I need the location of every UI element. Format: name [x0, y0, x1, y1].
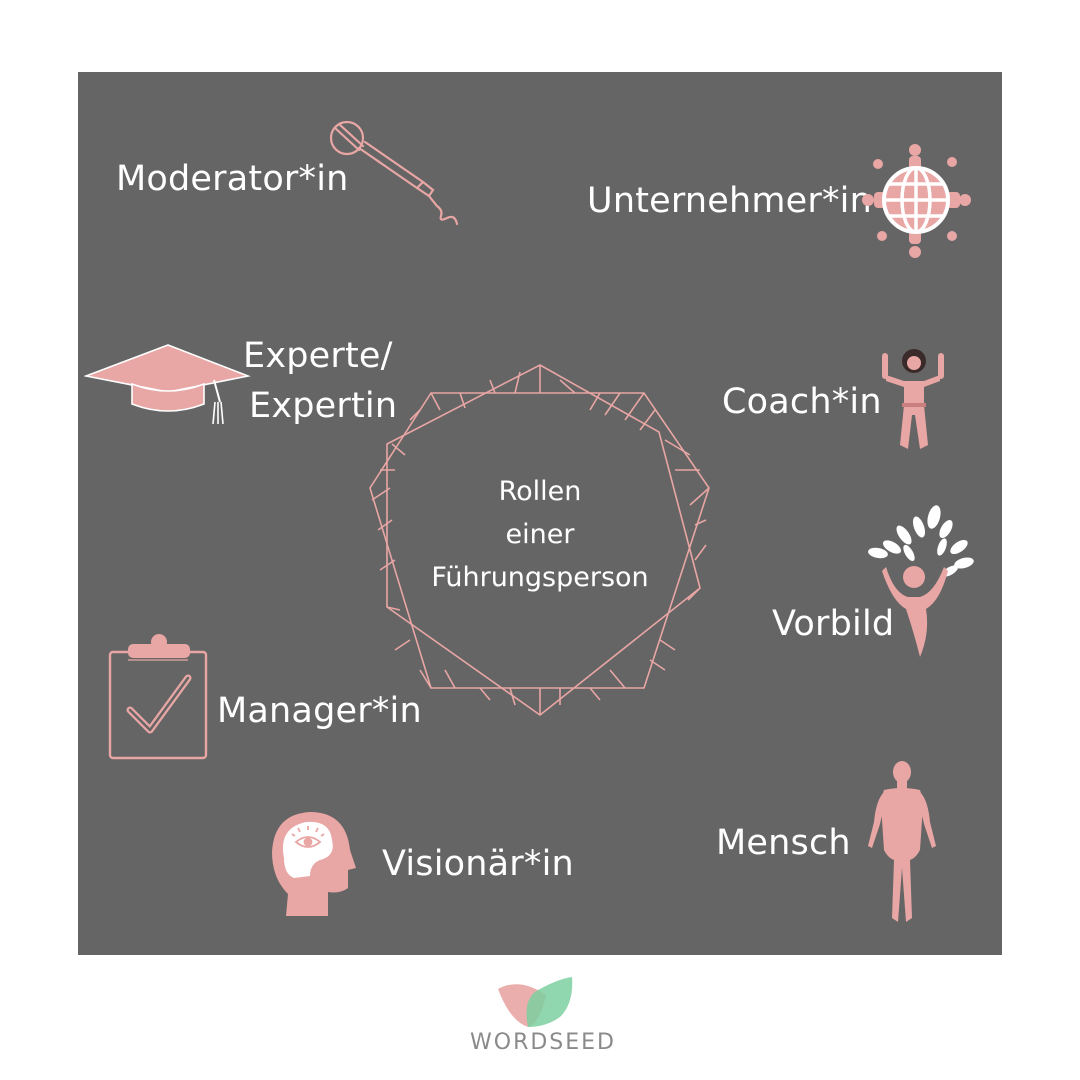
center-title-line1: Rollen — [498, 476, 582, 507]
brand-name: WORDSEED — [470, 1030, 617, 1055]
microphone-icon — [329, 120, 459, 226]
role-manager-label: Manager*in — [217, 691, 422, 731]
human-body-icon — [868, 761, 936, 922]
tree-person-icon — [868, 505, 974, 657]
globe-people-icon — [862, 144, 971, 258]
role-unternehmer-label: Unternehmer*in — [587, 181, 872, 221]
diagram-panel — [78, 72, 1002, 955]
role-moderator-label: Moderator*in — [116, 159, 349, 199]
center-title: Rollen einer Führungsperson — [400, 470, 680, 599]
wordseed-logo-icon — [498, 977, 573, 1027]
role-vorbild-label: Vorbild — [772, 604, 895, 644]
clipboard-check-icon — [108, 634, 208, 760]
role-mensch-label: Mensch — [716, 823, 851, 863]
role-visionaer-label: Visionär*in — [382, 844, 574, 884]
center-title-line2: einer — [505, 519, 575, 550]
graduation-cap-icon — [84, 344, 251, 425]
role-experte-label-line1: Experte/ — [243, 336, 393, 376]
role-experte-label-line2: Expertin — [249, 386, 398, 426]
head-eye-icon — [272, 812, 356, 916]
role-coach-label: Coach*in — [722, 382, 882, 422]
woman-flexing-icon — [882, 349, 944, 449]
wordseed-logo: WORDSEED — [470, 975, 617, 1065]
center-title-line3: Führungsperson — [431, 562, 649, 593]
octagram-frame — [369, 364, 710, 716]
